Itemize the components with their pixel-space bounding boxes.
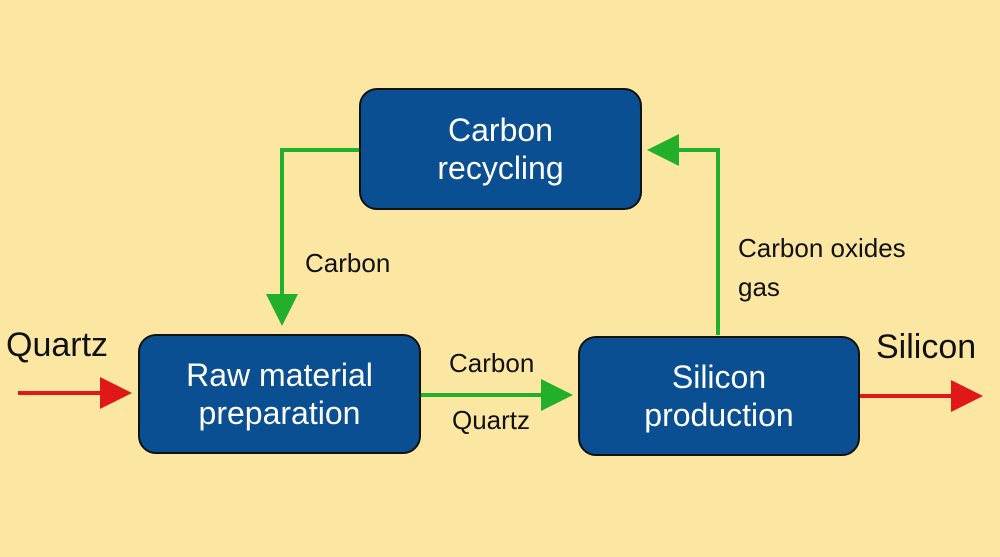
gas-arrow [647, 134, 720, 335]
node-label: Silicon [671, 359, 767, 395]
raw-material-node: Raw material preparation [138, 334, 421, 454]
input-label: Quartz [6, 326, 109, 364]
node-label: preparation [198, 395, 361, 431]
node-label: production [644, 397, 794, 433]
carbon-return-label: Carbon [305, 248, 391, 278]
feed-quartz-label: Quartz [452, 405, 531, 435]
feed-carbon-label: Carbon [449, 348, 535, 378]
carbon-return-arrow [266, 148, 360, 326]
node-label: Carbon [448, 112, 553, 148]
output-label: Silicon [876, 328, 977, 366]
node-label: Raw material [186, 357, 373, 393]
gas-label-line2: gas [738, 272, 780, 302]
carbon-recycling-node: Carbon recycling [359, 88, 642, 210]
gas-label-line1: Carbon oxides [738, 233, 906, 263]
silicon-production-node: Silicon production [578, 336, 860, 456]
node-label: recycling [437, 150, 564, 186]
